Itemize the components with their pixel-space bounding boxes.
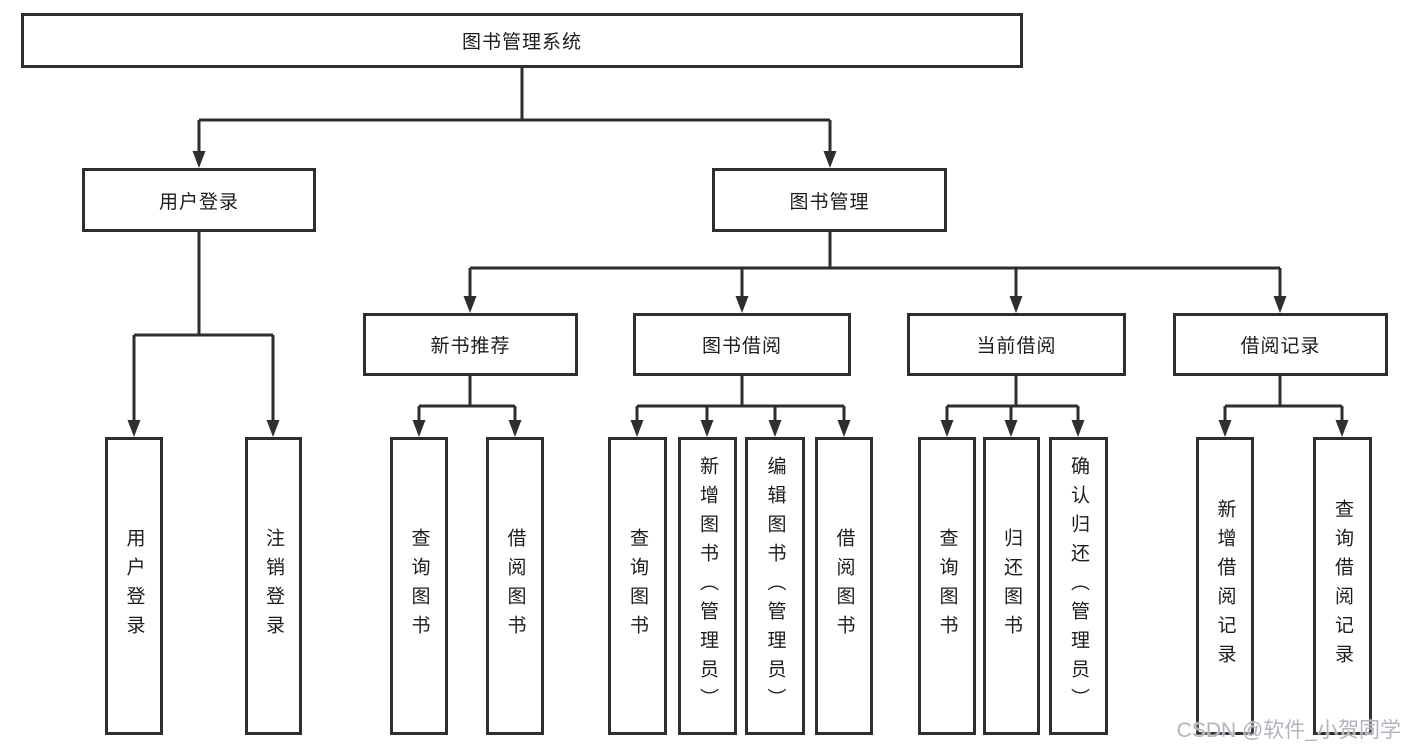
node-new-book-recommendation: 新书推荐 <box>363 313 578 376</box>
node-current-borrowing: 当前借阅 <box>907 313 1126 376</box>
leaf-newbooks-borrow-books: 借阅图书 <box>486 437 544 735</box>
node-book-borrowing: 图书借阅 <box>633 313 851 376</box>
leaf-records-add-borrow-record: 新增借阅记录 <box>1196 437 1254 735</box>
leaf-current-return-books: 归还图书 <box>983 437 1040 735</box>
leaf-records-query-borrow-record: 查询借阅记录 <box>1313 437 1372 735</box>
node-root-library-management-system: 图书管理系统 <box>21 13 1023 68</box>
leaf-borrowing-edit-books-admin: 编辑图书（管理员） <box>745 437 805 735</box>
leaf-current-query-books: 查询图书 <box>918 437 976 735</box>
leaf-borrowing-borrow-books: 借阅图书 <box>815 437 873 735</box>
csdn-watermark: CSDN @软件_小贺同学 <box>1176 719 1401 742</box>
node-user-login: 用户登录 <box>82 168 316 232</box>
node-borrowing-records: 借阅记录 <box>1173 313 1388 376</box>
leaf-logout: 注销登录 <box>245 437 302 735</box>
leaf-current-confirm-return-admin: 确认归还（管理员） <box>1049 437 1108 735</box>
arrowhead-icons <box>127 151 1349 437</box>
node-book-management: 图书管理 <box>712 168 947 232</box>
leaf-newbooks-query-books: 查询图书 <box>390 437 448 735</box>
leaf-user-login: 用户登录 <box>105 437 163 735</box>
leaf-borrowing-query-books: 查询图书 <box>608 437 667 735</box>
leaf-borrowing-add-books-admin: 新增图书（管理员） <box>678 437 737 735</box>
